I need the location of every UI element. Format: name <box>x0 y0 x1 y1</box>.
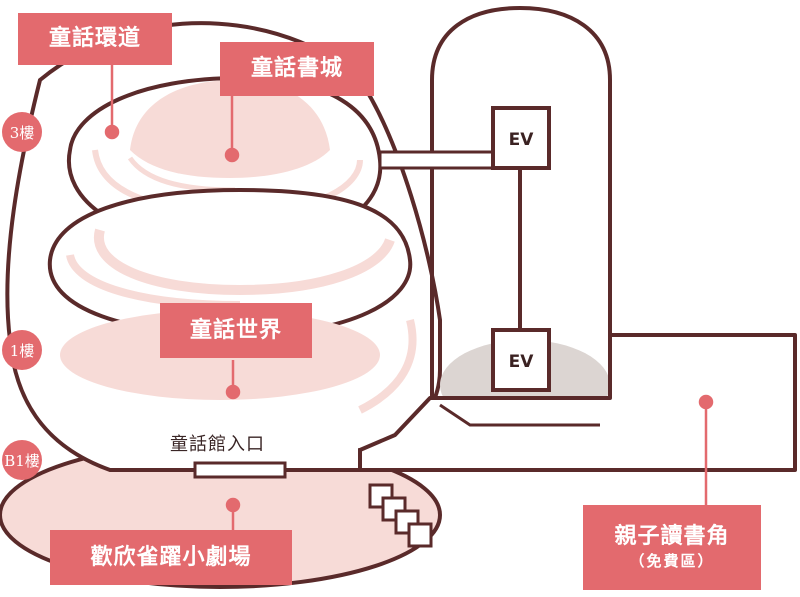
floor-badge-b1: B1樓 <box>2 440 42 480</box>
entrance-bar <box>193 461 287 479</box>
elevator-label-lower: EV <box>509 352 535 372</box>
entrance-label: 童話館入口 <box>170 434 265 455</box>
label-fairy-tale-corridor: 童話環道 <box>18 13 172 65</box>
label-family-reading-corner: 親子讀書角 （免費區） <box>583 505 761 590</box>
stairs <box>368 483 433 548</box>
floor-badge-3f: 3樓 <box>2 112 42 152</box>
label-fairy-tale-bookcity: 童話書城 <box>220 42 374 96</box>
elevator-tower <box>430 5 612 405</box>
label-theater: 歡欣雀躍小劇場 <box>50 530 292 585</box>
ramp-line <box>439 403 600 427</box>
middle-ring <box>93 228 395 296</box>
floor-badge-1f: 1樓 <box>2 330 42 370</box>
label-fairy-tale-world: 童話世界 <box>160 303 312 358</box>
world-ring <box>358 319 417 414</box>
elevator-box-upper <box>491 106 551 170</box>
family-reading-annex <box>358 333 797 472</box>
elevator-label-upper: EV <box>509 130 535 150</box>
family-reading-free-note: （免費區） <box>629 552 715 570</box>
book-city-dome <box>130 80 330 178</box>
elevator-box-lower <box>491 328 551 392</box>
sky-bridge <box>378 150 502 170</box>
family-reading-title: 親子讀書角 <box>614 524 730 549</box>
